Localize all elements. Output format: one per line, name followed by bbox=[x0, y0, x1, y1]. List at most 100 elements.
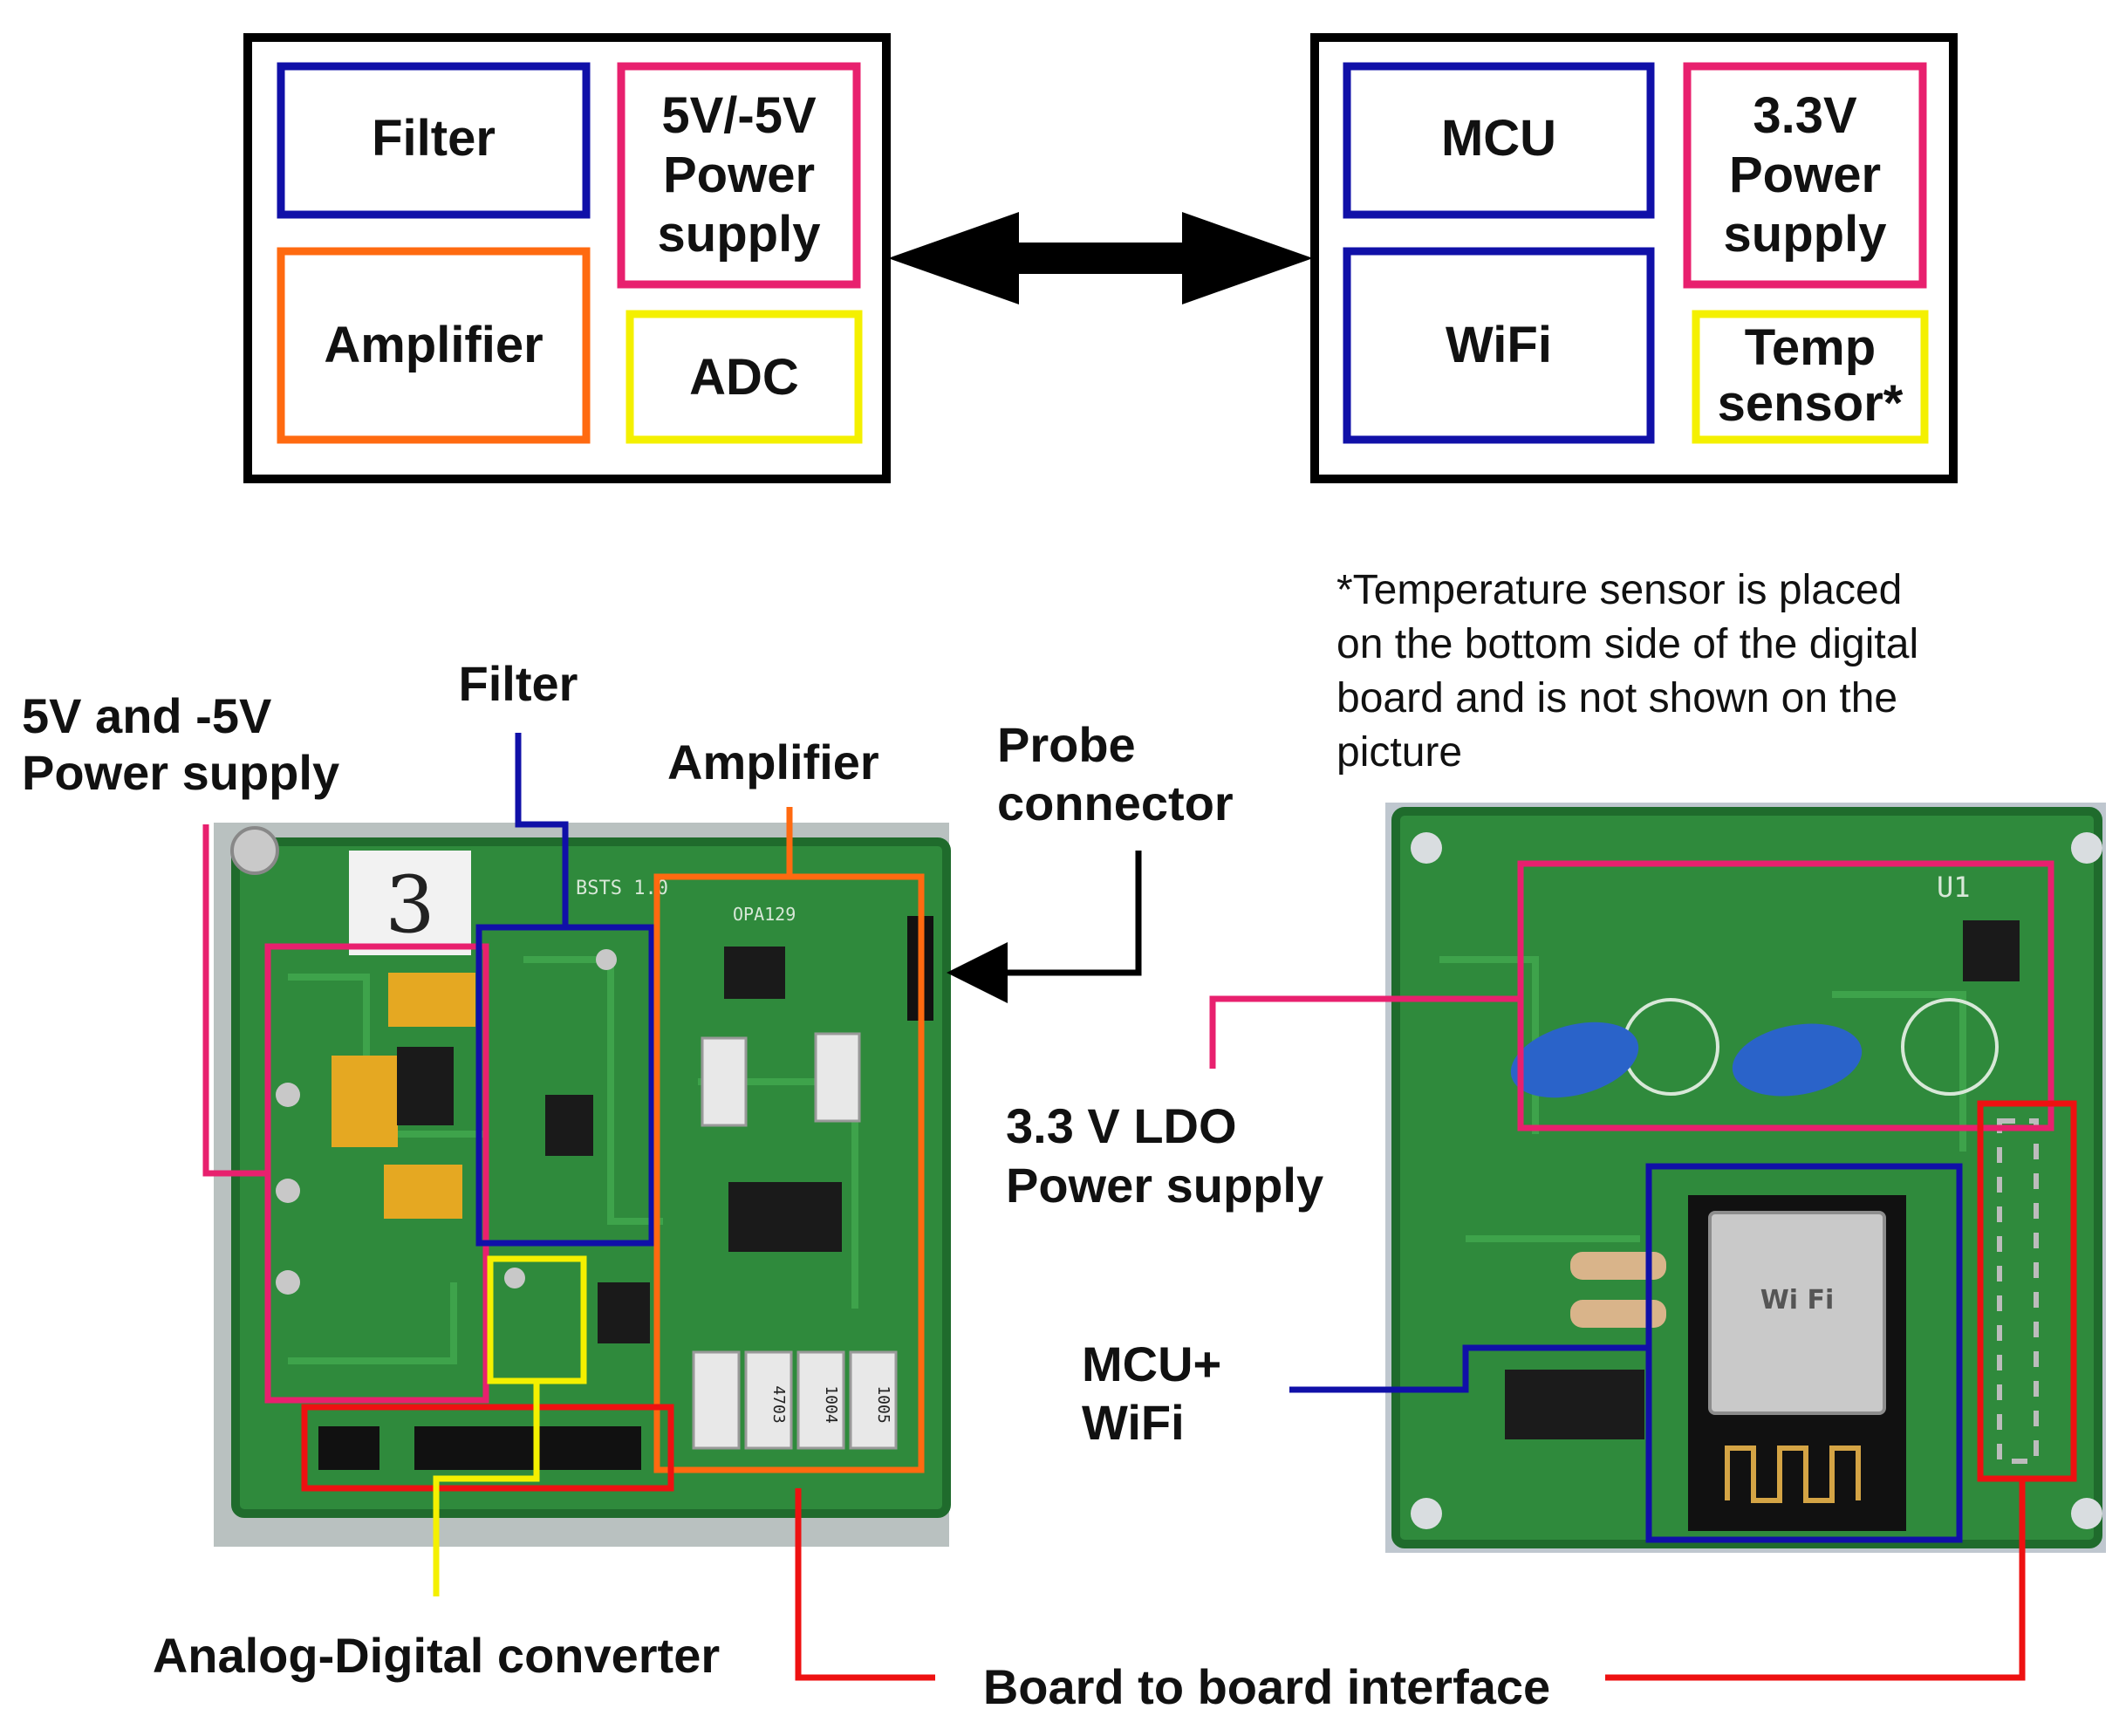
leader-power-supply bbox=[202, 824, 268, 1177]
digital-board-block: MCU 3.3V Power supply WiFi Temp sensor* bbox=[1310, 33, 1958, 483]
capacitor-footprint bbox=[1901, 998, 1999, 1096]
leader-filter bbox=[515, 733, 569, 927]
label-board-interface: Board to board interface bbox=[983, 1659, 1550, 1714]
pin-header bbox=[414, 1426, 641, 1470]
wifi-block bbox=[1343, 247, 1655, 444]
filter-block bbox=[277, 62, 591, 219]
bidirectional-arrow bbox=[888, 212, 1313, 304]
label-probe-connector-line2: connector bbox=[997, 776, 1234, 830]
tantalum-capacitor bbox=[332, 1056, 398, 1147]
mcu-block-label: MCU bbox=[1441, 110, 1556, 167]
adc-block bbox=[625, 310, 863, 444]
tantalum-capacitor bbox=[388, 973, 475, 1027]
mounting-hole bbox=[2071, 1498, 2102, 1529]
digital-power-block bbox=[1683, 62, 1927, 289]
pcb-silkscreen-ref: U1 bbox=[1937, 871, 1971, 904]
resistor-code: 1005 bbox=[874, 1385, 892, 1423]
temp-sensor-block bbox=[1692, 310, 1929, 444]
mounting-post bbox=[230, 826, 279, 875]
pcb-silkscreen-part: OPA129 bbox=[733, 904, 796, 925]
test-point bbox=[276, 1270, 300, 1295]
test-point bbox=[276, 1179, 300, 1203]
leader-mcu-wifi bbox=[1289, 1344, 1649, 1393]
footnote-line3: board and is not shown on the bbox=[1336, 675, 1897, 721]
label-mcu-wifi-line1: MCU+ bbox=[1082, 1336, 1221, 1391]
mounting-hole bbox=[1411, 1498, 1442, 1529]
esp-module-wifi-marking: Wi Fi bbox=[1760, 1285, 1835, 1316]
ic-chip bbox=[728, 1182, 842, 1252]
digital-pcb-shade bbox=[1391, 807, 2102, 1548]
label-power-supply-line1: 5V and -5V bbox=[22, 688, 271, 743]
digital-board-photo: U1 Wi Fi bbox=[1385, 803, 2106, 1553]
label-probe-connector-line1: Probe bbox=[997, 717, 1136, 772]
label-filter: Filter bbox=[459, 656, 578, 711]
ldo-regulator bbox=[1963, 920, 2020, 981]
test-point bbox=[276, 1083, 300, 1107]
highlight-board-interface-digital bbox=[1977, 1100, 2077, 1482]
temp-sensor-block-line1: Temp bbox=[1745, 319, 1876, 376]
ic-chip bbox=[545, 1095, 593, 1156]
smd-resistor bbox=[701, 1036, 748, 1127]
footnote: *Temperature sensor is placed on the bot… bbox=[1336, 567, 1918, 776]
pcb-silkscreen-name: BSTS 1.0 bbox=[576, 878, 668, 899]
power-supply-block bbox=[617, 62, 861, 289]
footnote-line2: on the bottom side of the digital bbox=[1336, 621, 1918, 667]
leader-board-interface-digital bbox=[1605, 1479, 2026, 1681]
smd-resistor bbox=[744, 1350, 793, 1450]
leader-board-interface-analog bbox=[795, 1488, 935, 1681]
filter-block-label: Filter bbox=[372, 110, 496, 167]
label-power-supply-line2: Power supply bbox=[22, 745, 339, 800]
power-supply-block-line3: supply bbox=[658, 206, 821, 263]
label-adc: Analog-Digital converter bbox=[153, 1628, 720, 1683]
temp-sensor-block-line2: sensor* bbox=[1718, 375, 1904, 432]
pcb-trace bbox=[523, 956, 663, 1225]
smd-resistor bbox=[692, 1350, 741, 1450]
label-ldo-line2: Power supply bbox=[1006, 1158, 1323, 1213]
highlight-board-interface bbox=[301, 1404, 674, 1492]
adc-block-label: ADC bbox=[689, 349, 799, 406]
smd-resistor bbox=[814, 1032, 861, 1123]
esp-module-antenna bbox=[1725, 1446, 1861, 1503]
resistor-code: 1004 bbox=[822, 1385, 840, 1423]
through-hole-resistor bbox=[1570, 1300, 1666, 1328]
ic-chip bbox=[397, 1047, 454, 1125]
ic-chip bbox=[598, 1282, 650, 1343]
power-supply-block-line2: Power bbox=[663, 147, 815, 203]
label-mcu-wifi-line2: WiFi bbox=[1082, 1395, 1185, 1450]
mounting-hole bbox=[1411, 832, 1442, 864]
handwritten-mark: 3 bbox=[385, 859, 434, 951]
pin-header bbox=[1505, 1370, 1644, 1439]
power-supply-block-line1: 5V/-5V bbox=[661, 87, 817, 144]
highlight-mcu-wifi bbox=[1645, 1163, 1963, 1543]
mcu-block bbox=[1343, 62, 1655, 219]
smd-resistor bbox=[849, 1350, 898, 1450]
smd-resistor bbox=[796, 1350, 845, 1450]
pin-header-row bbox=[1997, 1118, 2039, 1464]
digital-power-block-line1: 3.3V bbox=[1753, 87, 1857, 144]
digital-power-block-line2: Power bbox=[1729, 147, 1881, 203]
digital-power-block-line3: supply bbox=[1724, 206, 1887, 263]
analog-pcb-shade bbox=[231, 837, 951, 1518]
leader-adc bbox=[433, 1381, 540, 1596]
footnote-line4: picture bbox=[1336, 729, 1462, 776]
amplifier-block-label: Amplifier bbox=[324, 317, 543, 373]
wifi-block-label: WiFi bbox=[1446, 317, 1552, 373]
tantalum-capacitor bbox=[384, 1165, 462, 1219]
leader-ldo bbox=[1209, 995, 1521, 1069]
ic-chip bbox=[724, 947, 785, 999]
amplifier-block bbox=[277, 247, 591, 444]
test-point bbox=[504, 1268, 525, 1288]
pcb-trace bbox=[288, 1282, 457, 1364]
pcb-trace bbox=[1832, 991, 1966, 1152]
resistor-code: 4703 bbox=[769, 1385, 788, 1423]
electrolytic-capacitor bbox=[1510, 1022, 1639, 1098]
footnote-line1: *Temperature sensor is placed bbox=[1336, 567, 1902, 613]
analog-board-block: Filter 5V/-5V Power supply Amplifier ADC bbox=[243, 33, 891, 483]
test-point bbox=[596, 949, 617, 970]
electrolytic-capacitor bbox=[1732, 1023, 1863, 1097]
esp-module-shield bbox=[1708, 1211, 1886, 1415]
leader-probe-connector bbox=[947, 851, 1142, 1003]
mounting-hole bbox=[2071, 832, 2102, 864]
